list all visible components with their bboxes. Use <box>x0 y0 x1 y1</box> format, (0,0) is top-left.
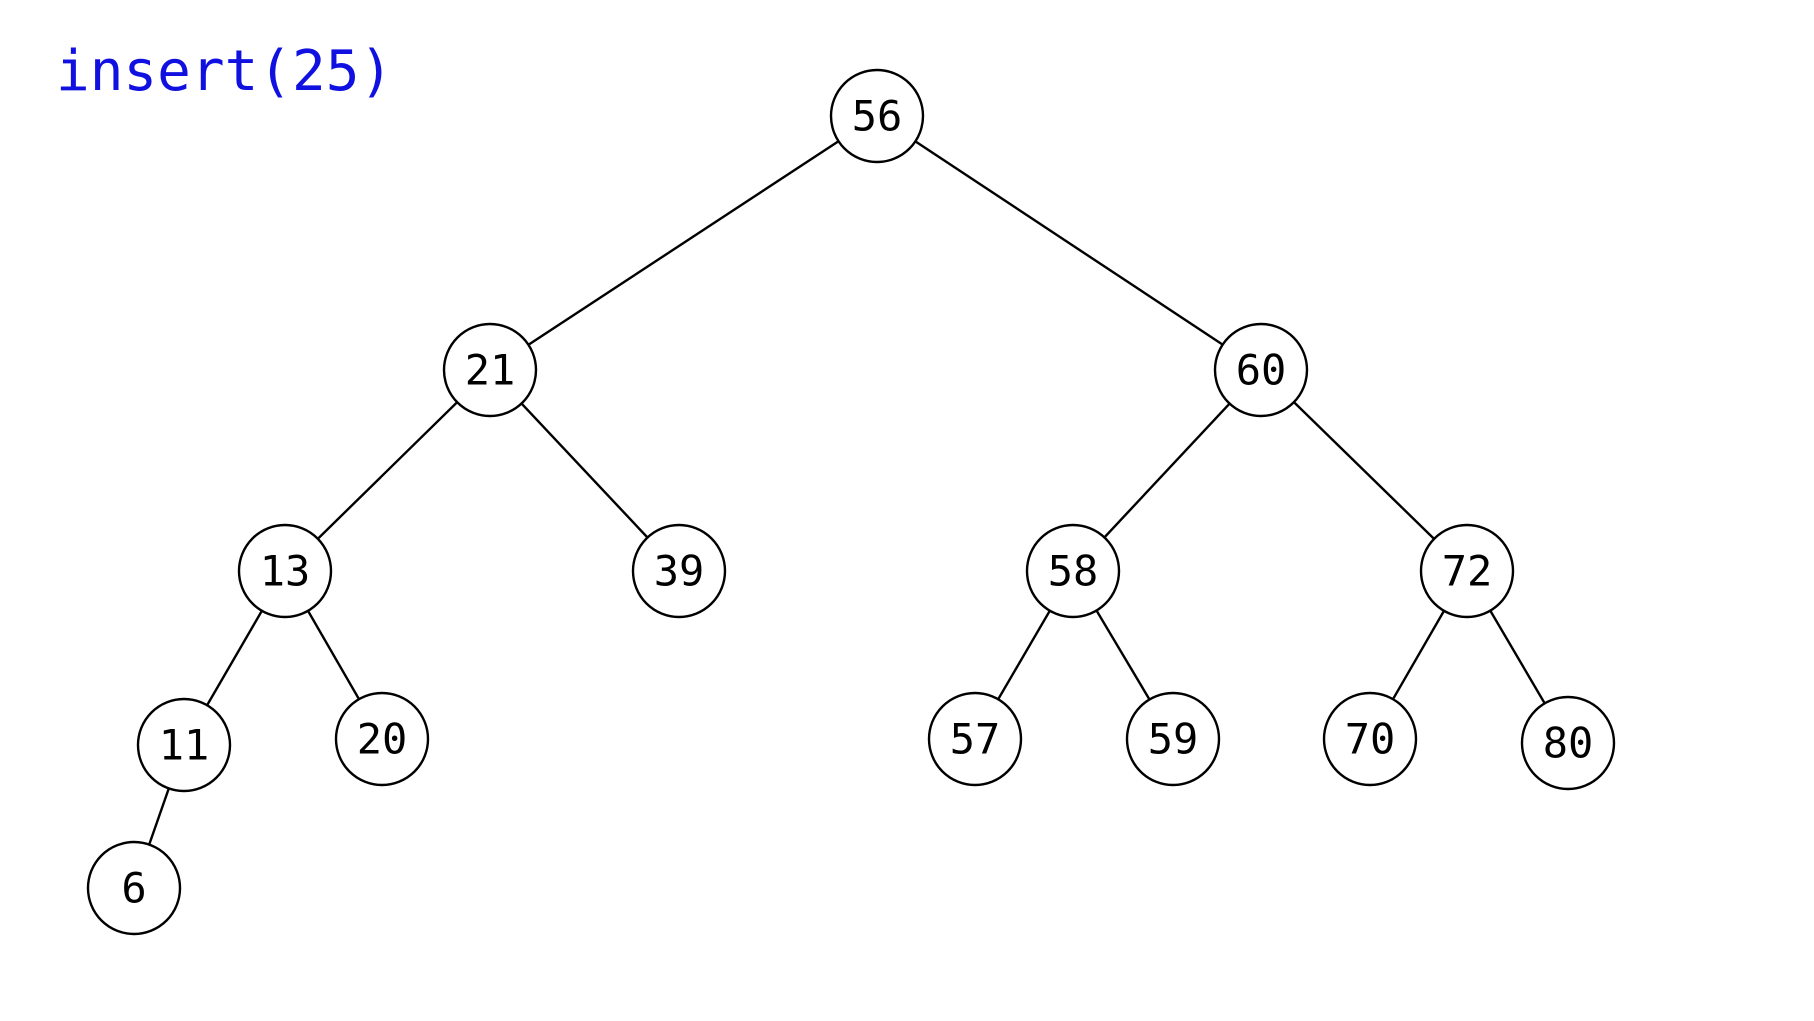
tree-node-label: 57 <box>950 715 1001 764</box>
tree-node-label: 11 <box>159 721 210 770</box>
tree-nodes: 56 21 60 13 39 58 72 11 20 57 59 70 80 6 <box>86 68 1616 936</box>
tree-node: 56 <box>829 68 925 164</box>
tree-node: 80 <box>1520 695 1616 791</box>
tree-edge <box>489 114 878 372</box>
tree-node: 70 <box>1322 691 1418 787</box>
tree-node: 20 <box>334 691 430 787</box>
operation-label: insert(25) <box>56 39 394 104</box>
tree-node-label: 72 <box>1442 547 1493 596</box>
tree-node-label: 13 <box>260 547 311 596</box>
tree-node-label: 56 <box>852 92 903 141</box>
tree-node: 72 <box>1419 523 1515 619</box>
tree-node-label: 59 <box>1148 715 1199 764</box>
tree-node-circle <box>86 840 182 936</box>
tree-node-circle <box>1213 322 1309 418</box>
tree-node-label: 6 <box>121 864 146 913</box>
tree-node-label: 21 <box>465 346 516 395</box>
tree-node: 58 <box>1025 523 1121 619</box>
tree-node-circle <box>1025 523 1121 619</box>
tree-node: 39 <box>631 523 727 619</box>
tree-node-circle <box>442 322 538 418</box>
tree-node-label: 20 <box>357 715 408 764</box>
tree-node-label: 80 <box>1543 719 1594 768</box>
tree-node: 59 <box>1125 691 1221 787</box>
tree-node-circle <box>1125 691 1221 787</box>
tree-node-circle <box>829 68 925 164</box>
tree-node-label: 39 <box>654 547 705 596</box>
tree-node: 6 <box>86 840 182 936</box>
tree-node-circle <box>334 691 430 787</box>
tree-node: 60 <box>1213 322 1309 418</box>
tree-node-circle <box>1322 691 1418 787</box>
tree-node-circle <box>1520 695 1616 791</box>
tree-node-circle <box>927 691 1023 787</box>
tree-node: 11 <box>136 697 232 793</box>
tree-node: 21 <box>442 322 538 418</box>
tree-node-circle <box>136 697 232 793</box>
tree-node-label: 70 <box>1345 715 1396 764</box>
tree-node: 13 <box>237 523 333 619</box>
tree-edge <box>1260 369 1468 572</box>
tree-node: 57 <box>927 691 1023 787</box>
tree-node-label: 60 <box>1236 346 1287 395</box>
tree-edge <box>876 114 1262 372</box>
tree-node-label: 58 <box>1048 547 1099 596</box>
tree-node-circle <box>1419 523 1515 619</box>
tree-edge <box>284 369 491 572</box>
tree-node-circle <box>631 523 727 619</box>
tree-node-circle <box>237 523 333 619</box>
